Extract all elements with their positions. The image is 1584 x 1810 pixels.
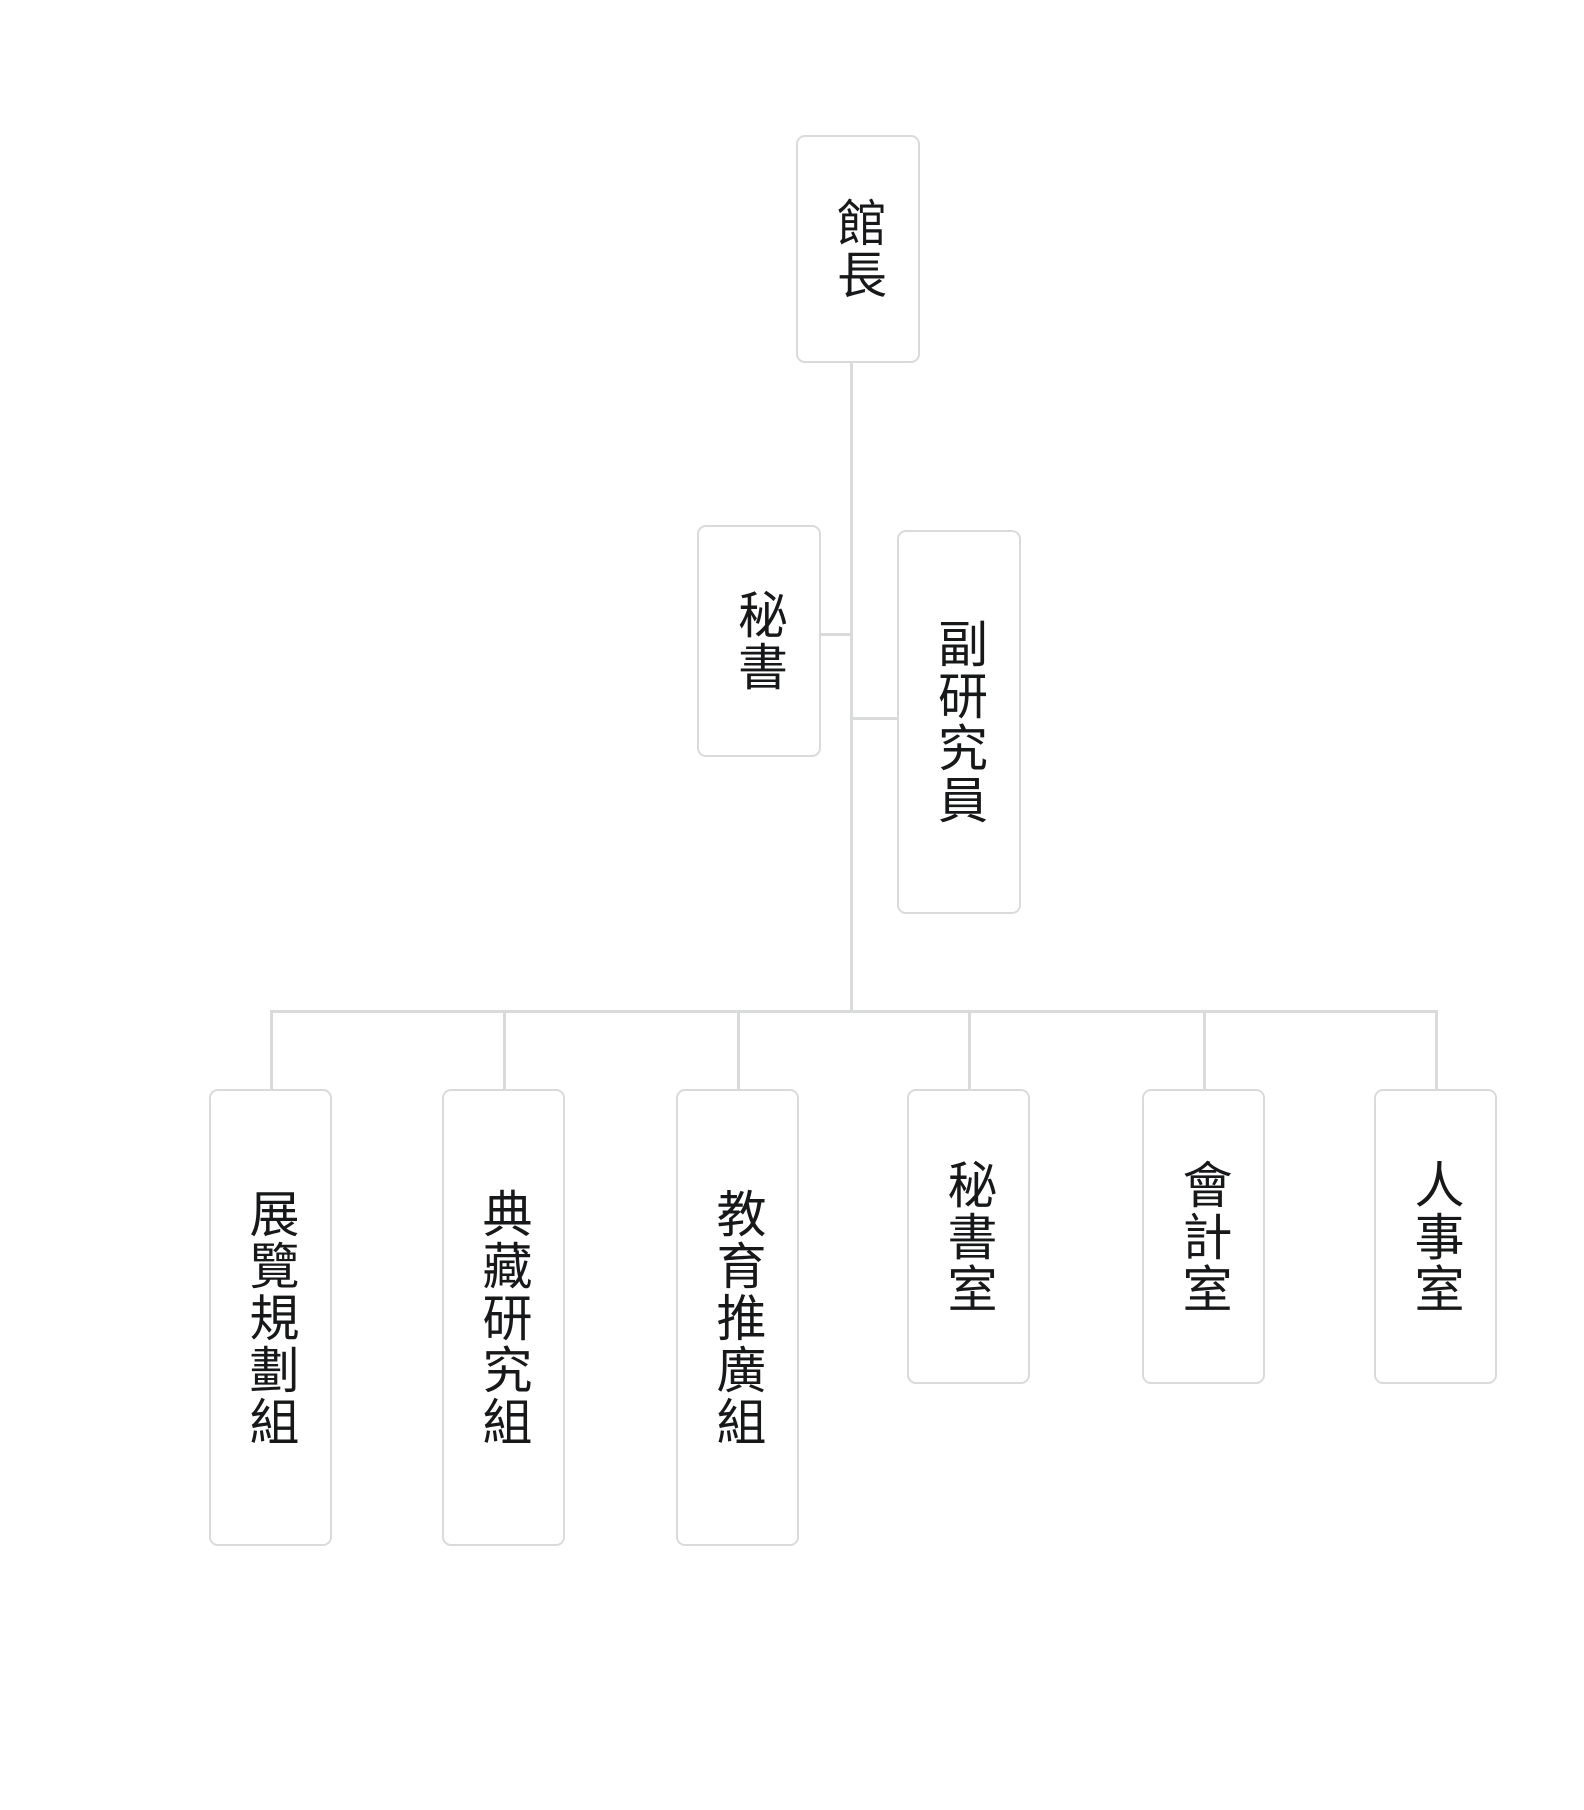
node-unit-personnel-office[interactable]: 人事室 [1374, 1089, 1497, 1384]
node-unit-exhibition-planning[interactable]: 展覽規劃組 [209, 1089, 332, 1546]
node-secretary[interactable]: 秘書 [697, 525, 821, 757]
node-secretary-label: 秘書 [730, 589, 788, 693]
connector-bus [270, 1010, 1438, 1013]
connector-drop-unit-1 [270, 1010, 273, 1090]
node-unit-collection-research[interactable]: 典藏研究組 [442, 1089, 565, 1546]
node-director-label: 館長 [829, 197, 887, 301]
connector-drop-unit-4 [968, 1010, 971, 1090]
node-unit-accounting-office-label: 會計室 [1174, 1158, 1233, 1315]
node-unit-education-promotion-label: 教育推廣組 [708, 1187, 767, 1448]
connector-researcher-stub [850, 717, 897, 720]
connector-director-trunk [850, 362, 853, 1012]
node-associate-researcher[interactable]: 副研究員 [897, 530, 1021, 914]
node-director[interactable]: 館長 [796, 135, 920, 363]
node-associate-researcher-label: 副研究員 [930, 618, 988, 826]
node-unit-accounting-office[interactable]: 會計室 [1142, 1089, 1265, 1384]
connector-secretary-stub [821, 633, 852, 636]
connector-drop-unit-6 [1435, 1010, 1438, 1090]
node-unit-collection-research-label: 典藏研究組 [474, 1187, 533, 1448]
node-unit-exhibition-planning-label: 展覽規劃組 [241, 1187, 300, 1448]
node-unit-secretariat-office-label: 秘書室 [939, 1158, 998, 1315]
connector-drop-unit-2 [503, 1010, 506, 1090]
node-unit-personnel-office-label: 人事室 [1406, 1158, 1465, 1315]
node-unit-education-promotion[interactable]: 教育推廣組 [676, 1089, 799, 1546]
connector-drop-unit-3 [737, 1010, 740, 1090]
connector-drop-unit-5 [1203, 1010, 1206, 1090]
node-unit-secretariat-office[interactable]: 秘書室 [907, 1089, 1030, 1384]
